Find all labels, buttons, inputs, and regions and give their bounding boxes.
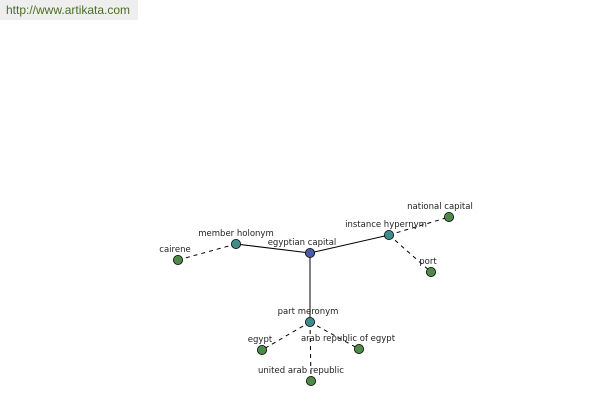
edge-instance-hypernym-to-national-capital (388, 216, 450, 236)
node-part-meronym[interactable] (304, 316, 315, 327)
node-label-egypt[interactable]: egypt (248, 335, 273, 345)
node-united-arab-republic[interactable] (305, 375, 316, 386)
node-label-united-arab-republic[interactable]: united arab republic (258, 366, 344, 376)
node-port[interactable] (425, 266, 436, 277)
node-label-part-meronym[interactable]: part meronym (278, 307, 339, 317)
node-member-holonym[interactable] (230, 238, 241, 249)
node-label-member-holonym[interactable]: member holonym (198, 229, 273, 239)
edge-egyptian-capital-to-instance-hypernym (309, 234, 390, 254)
site-url-link[interactable]: http://www.artikata.com (0, 0, 138, 20)
node-instance-hypernym[interactable] (383, 229, 394, 240)
node-label-national-capital[interactable]: national capital (407, 202, 473, 212)
node-egyptian-capital[interactable] (304, 247, 315, 258)
node-egypt[interactable] (256, 344, 267, 355)
node-cairene[interactable] (172, 254, 183, 265)
edge-part-meronym-to-egypt (261, 321, 311, 351)
edge-part-meronym-to-arab-republic-of-egypt (309, 321, 360, 350)
node-label-instance-hypernym[interactable]: instance hypernym (345, 220, 427, 230)
node-label-arab-republic-of-egypt[interactable]: arab republic of egypt (301, 334, 396, 344)
node-arab-republic-of-egypt[interactable] (353, 343, 364, 354)
edge-part-meronym-to-united-arab-republic (309, 321, 312, 382)
node-label-egyptian-capital[interactable]: egyptian capital (268, 238, 337, 248)
nodes-layer (172, 211, 454, 386)
node-label-port[interactable]: port (419, 257, 437, 267)
node-label-cairene[interactable]: cairene (159, 245, 190, 255)
edge-member-holonym-to-cairene (177, 243, 237, 261)
edge-egyptian-capital-to-member-holonym (235, 243, 311, 254)
node-national-capital[interactable] (443, 211, 454, 222)
edges-layer (177, 216, 450, 382)
edge-instance-hypernym-to-port (388, 234, 432, 273)
